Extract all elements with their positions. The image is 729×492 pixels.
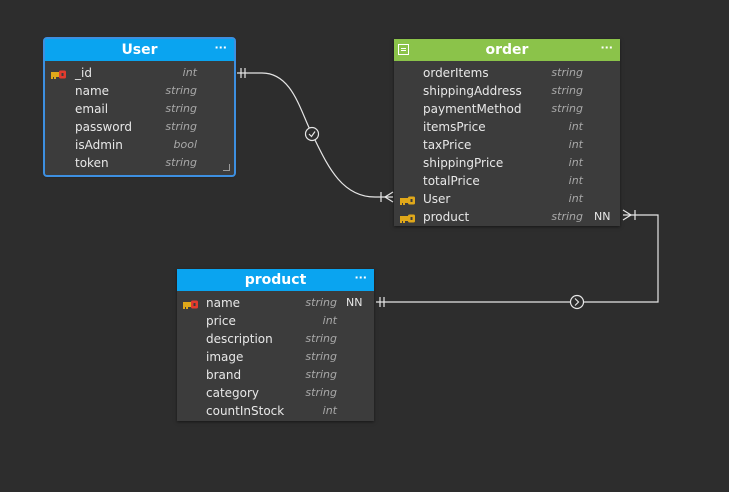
field-type: string (305, 368, 337, 381)
field-row-order-User[interactable]: User int (394, 190, 620, 208)
table-header-order[interactable]: order ··· (394, 39, 620, 61)
field-row-order-shippingAddress[interactable]: shippingAddress string (394, 82, 620, 100)
field-type: string (165, 120, 197, 133)
foreign-key-icon (400, 212, 415, 223)
field-type: bool (173, 138, 198, 151)
field-row-user-name[interactable]: name string (45, 82, 234, 100)
relation-midpoint-chevron-icon (574, 298, 580, 306)
field-name: shippingPrice (423, 156, 504, 170)
field-row-product-countInStock[interactable]: countInStock int (177, 402, 374, 420)
field-name: itemsPrice (423, 120, 486, 134)
table-menu-icon-order[interactable]: ··· (600, 41, 613, 54)
field-row-product-price[interactable]: price int (177, 312, 374, 330)
field-name: brand (206, 368, 242, 382)
field-type: int (568, 138, 583, 151)
field-row-product-description[interactable]: description string (177, 330, 374, 348)
field-row-order-totalPrice[interactable]: totalPrice int (394, 172, 620, 190)
relation-user-order[interactable] (237, 68, 394, 203)
field-name: category (206, 386, 260, 400)
field-row-product-category[interactable]: category string (177, 384, 374, 402)
field-row-order-itemsPrice[interactable]: itemsPrice int (394, 118, 620, 136)
field-type: int (182, 66, 197, 79)
field-name: image (206, 350, 244, 364)
field-name: shippingAddress (423, 84, 522, 98)
relation-product-order[interactable] (376, 209, 659, 310)
field-name: paymentMethod (423, 102, 522, 116)
table-title-product: product (244, 272, 307, 288)
table-icon (398, 44, 409, 55)
field-row-product-name[interactable]: name string NN (177, 294, 374, 312)
table-header-user[interactable]: User ··· (45, 39, 234, 61)
field-row-user-isAdmin[interactable]: isAdmin bool (45, 136, 234, 154)
field-type: int (568, 120, 583, 133)
field-row-user-_id[interactable]: _id int (45, 64, 234, 82)
field-type: int (322, 404, 337, 417)
field-type: string (305, 332, 337, 345)
field-name: isAdmin (75, 138, 123, 152)
field-type: string (551, 102, 583, 115)
field-row-order-taxPrice[interactable]: taxPrice int (394, 136, 620, 154)
resize-handle-icon[interactable] (223, 164, 230, 171)
field-type: int (322, 314, 337, 327)
foreign-key-icon (400, 194, 415, 205)
field-row-user-token[interactable]: token string (45, 154, 234, 172)
field-name: User (423, 192, 451, 206)
field-type: string (551, 84, 583, 97)
field-type: string (305, 296, 337, 309)
field-name: countInStock (206, 404, 285, 418)
table-menu-icon-product[interactable]: ··· (354, 271, 367, 284)
field-name: name (75, 84, 110, 98)
field-row-user-email[interactable]: email string (45, 100, 234, 118)
field-row-order-shippingPrice[interactable]: shippingPrice int (394, 154, 620, 172)
field-name: _id (75, 66, 92, 80)
field-type: int (568, 174, 583, 187)
field-type: int (568, 156, 583, 169)
field-name: description (206, 332, 273, 346)
field-type: int (568, 192, 583, 205)
field-name: email (75, 102, 109, 116)
field-type: string (165, 102, 197, 115)
field-name: price (206, 314, 236, 328)
field-type: string (305, 386, 337, 399)
table-title-order: order (485, 42, 529, 58)
field-type: string (305, 350, 337, 363)
field-row-order-product[interactable]: product string NN (394, 208, 620, 226)
field-type: string (551, 66, 583, 79)
not-null-badge: NN (346, 296, 363, 309)
not-null-badge: NN (594, 210, 611, 223)
field-name: token (75, 156, 109, 170)
field-name: taxPrice (423, 138, 472, 152)
field-name: product (423, 210, 470, 224)
field-row-user-password[interactable]: password string (45, 118, 234, 136)
many-marker-order-user (383, 191, 394, 203)
field-row-order-paymentMethod[interactable]: paymentMethod string (394, 100, 620, 118)
table-header-product[interactable]: product ··· (177, 269, 374, 291)
field-list-user: _id int name string email string password strin… (45, 61, 234, 174)
field-name: orderItems (423, 66, 489, 80)
field-type: string (165, 84, 197, 97)
table-product[interactable]: product ··· name string NN price int descript… (177, 269, 374, 421)
table-title-user: User (121, 42, 158, 58)
primary-key-icon (51, 68, 66, 79)
many-marker-order-product (622, 209, 633, 221)
relation-product-order-line[interactable] (376, 214, 659, 303)
field-row-product-image[interactable]: image string (177, 348, 374, 366)
field-name: name (206, 296, 241, 310)
primary-key-icon (183, 298, 198, 309)
relation-midpoint-product-order[interactable] (569, 294, 585, 310)
field-name: totalPrice (423, 174, 480, 188)
table-menu-icon-user[interactable]: ··· (214, 41, 227, 54)
field-row-order-orderItems[interactable]: orderItems string (394, 64, 620, 82)
field-type: string (551, 210, 583, 223)
field-row-product-brand[interactable]: brand string (177, 366, 374, 384)
relation-midpoint-user-order[interactable] (304, 126, 320, 142)
relation-midpoint-check-icon (308, 131, 316, 138)
field-name: password (75, 120, 132, 134)
field-type: string (165, 156, 197, 169)
